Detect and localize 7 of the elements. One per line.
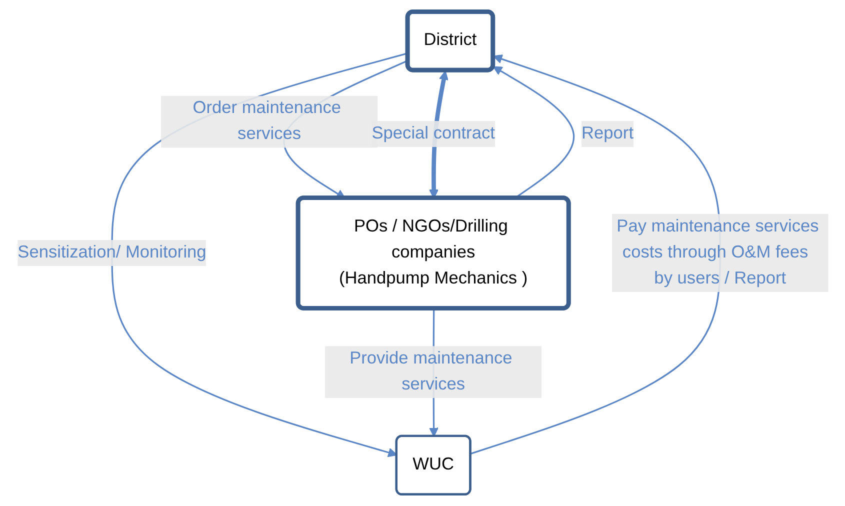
edge-label: Special contract — [371, 124, 494, 143]
edge-label: Pay maintenance services costs through O&M fees by users / Report — [616, 217, 818, 288]
edge-label: Order maintenance services — [192, 99, 341, 144]
edge-label: Report — [581, 124, 634, 143]
edge-label: Sensitization/ Monitoring — [17, 243, 206, 262]
edge-label: Provide maintenance services — [349, 349, 512, 394]
arrow — [470, 54, 720, 454]
